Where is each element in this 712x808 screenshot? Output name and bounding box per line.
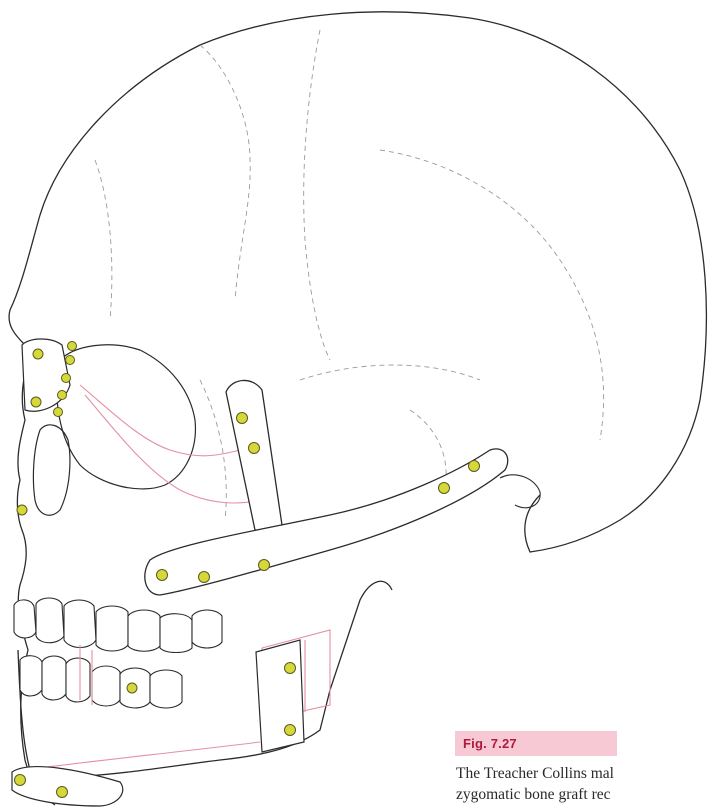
figure-label: Fig. 7.27 (455, 731, 617, 756)
screw (68, 342, 77, 351)
lower-teeth (20, 656, 182, 708)
screw (15, 775, 26, 786)
ramus-plate (256, 640, 304, 752)
hidden-lines (95, 30, 604, 520)
upper-teeth (14, 598, 222, 653)
cranium-outline (40, 12, 706, 552)
zygomatic-arch-graft (145, 449, 508, 595)
screw (439, 483, 450, 494)
screw (58, 391, 67, 400)
figure-caption: The Treacher Collins mal zygomatic bone … (456, 763, 712, 805)
zygomatic-strut (226, 380, 282, 537)
screw (157, 570, 168, 581)
screw (199, 572, 210, 583)
face-profile (9, 215, 55, 805)
screw (31, 397, 41, 407)
orbit-outline (57, 345, 195, 489)
screw (285, 663, 296, 674)
screw (249, 443, 260, 454)
nasal-cavity (33, 425, 70, 515)
caption-line: The Treacher Collins mal (456, 763, 712, 784)
screw (259, 560, 270, 571)
chin-graft (12, 767, 123, 806)
caption-line: zygomatic bone graft rec (456, 784, 712, 805)
screw (285, 725, 296, 736)
screw (469, 461, 480, 472)
screw (17, 505, 27, 515)
screw (66, 356, 75, 365)
screw (127, 683, 137, 693)
screw (62, 374, 71, 383)
screw (237, 413, 248, 424)
screw (33, 349, 43, 359)
screw (57, 787, 68, 798)
screw (54, 408, 63, 417)
